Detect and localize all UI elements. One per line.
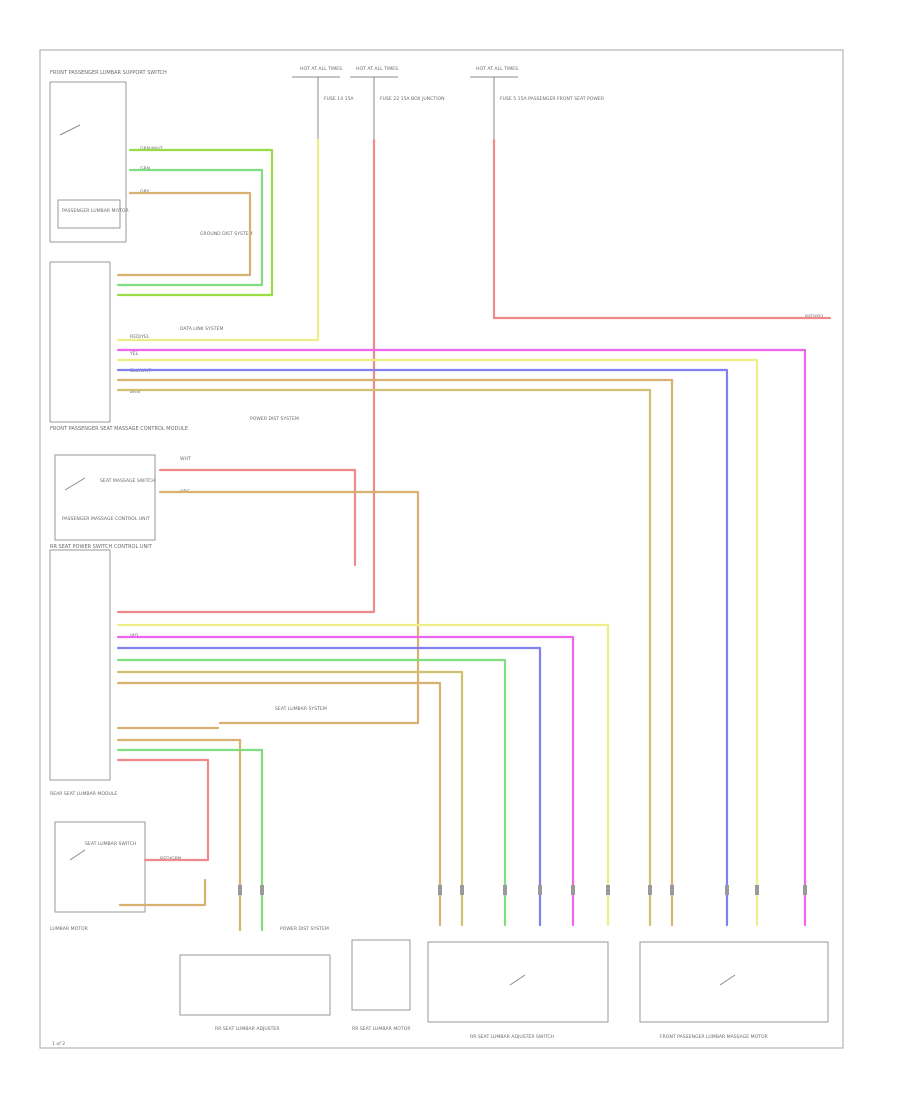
wire-tan-7	[116, 378, 674, 927]
fuse-2-label: FUSE 22 15A BOX JUNCTION	[380, 96, 445, 102]
bottom-right-module-label: FRONT PASSENGER LUMBAR MASSAGE MOTOR	[660, 1034, 769, 1040]
wire-olive-8	[116, 388, 652, 927]
passenger-lumbar-motor-label: PASSENGER LUMBAR MOTOR	[62, 208, 130, 214]
fuse-3-hot-label: HOT AT ALL TIMES	[476, 66, 518, 72]
rear-right-seat-module: RR SEAT POWER SWITCH CONTROL UNIT	[49, 544, 153, 781]
ground-ref-3-label: DATA LINK SYSTEM	[180, 326, 223, 332]
front-passenger-massage-module: FRONT PASSENGER SEAT MASSAGE CONTROL MOD…	[49, 261, 188, 432]
wire-label-red-yel: RED/YEL	[130, 334, 150, 340]
seat-massage-switch-label: SEAT MASSAGE SWITCH	[100, 478, 155, 484]
wire-yellow-14	[116, 623, 610, 927]
fuse-1-hot-label: HOT AT ALL TIMES	[300, 66, 342, 72]
rear-right-seat-module-label: RR SEAT POWER SWITCH CONTROL UNIT	[50, 544, 153, 550]
lumbar-motor-label: LUMBAR MOTOR	[50, 926, 89, 932]
wire-yellow-5	[116, 358, 759, 927]
wire-label-brn: BRN	[130, 389, 140, 395]
wires-layer	[116, 138, 832, 932]
connector-pin	[438, 885, 442, 895]
connector-pin	[260, 885, 264, 895]
connector-pin	[803, 885, 807, 895]
massage-module-label: FRONT PASSENGER SEAT MASSAGE CONTROL MOD…	[50, 426, 188, 432]
connector-pin	[648, 885, 652, 895]
fuse-block-3: HOT AT ALL TIMES FUSE 5 15A PASSENGER FR…	[470, 66, 605, 140]
wire-red-3	[116, 138, 376, 614]
ground-ref-1-label: POWER DIST SYSTEM	[280, 926, 329, 932]
wire-tan-23	[118, 878, 207, 907]
wire-green-17	[116, 658, 507, 927]
rear-lumbar-module-label: REAR SEAT LUMBAR MODULE	[50, 791, 117, 797]
page-ref: 1 of 2	[52, 1041, 65, 1047]
passenger-massage-control-label: PASSENGER MASSAGE CONTROL UNIT	[62, 516, 150, 522]
wire-green-10	[116, 168, 264, 287]
wire-pink-15	[116, 635, 575, 927]
front-passenger-lumbar-switch-label: FRONT PASSENGER LUMBAR SUPPORT SWITCH	[50, 70, 167, 76]
rear-lumbar-motor-unit-label: RR SEAT LUMBAR MOTOR	[352, 1026, 411, 1032]
wire-tan-19	[116, 681, 442, 927]
bottom-middle-module: RR SEAT LUMBAR ADJUSTER SWITCH	[427, 941, 609, 1040]
fuse-2-hot-label: HOT AT ALL TIMES	[356, 66, 398, 72]
wire-label-wht: WHT	[180, 456, 191, 462]
wire-red-1	[492, 138, 832, 320]
connector-pin	[460, 885, 464, 895]
bottom-left-modules: RR SEAT LUMBAR ADJUSTER RR SEAT LUMBAR M…	[179, 926, 411, 1032]
wire-blue-16	[116, 646, 542, 927]
wire-tan-20	[116, 738, 242, 932]
connector-pin	[571, 885, 575, 895]
fuse-3-label: FUSE 5 15A PASSENGER FRONT SEAT POWER	[500, 96, 605, 102]
wire-blue-6	[116, 368, 729, 927]
connector-pin	[725, 885, 729, 895]
wire-pink-4	[116, 348, 807, 927]
bottom-right-module: FRONT PASSENGER LUMBAR MASSAGE MOTOR	[639, 941, 829, 1040]
wire-red-12	[158, 468, 357, 567]
fuse-block-2: HOT AT ALL TIMES FUSE 22 15A BOX JUNCTIO…	[350, 66, 445, 140]
connector-pin	[538, 885, 542, 895]
wire-tan-11	[116, 191, 252, 277]
bottom-left-module-label: RR SEAT LUMBAR ADJUSTER SWITCH	[470, 1034, 554, 1040]
splice-ref-label: SEAT LUMBAR SYSTEM	[275, 706, 327, 712]
fuse-block-1: HOT AT ALL TIMES FUSE 14 15A	[292, 66, 354, 140]
seat-lumbar-switch-label: SEAT LUMBAR SWITCH	[85, 841, 136, 847]
connector-pin	[670, 885, 674, 895]
seat-massage-switch-box: SEAT MASSAGE SWITCH PASSENGER MASSAGE CO…	[54, 454, 156, 541]
rear-lumbar-module-box: REAR SEAT LUMBAR MODULE SEAT LUMBAR SWIT…	[50, 791, 146, 932]
connector-pin	[606, 885, 610, 895]
connector-pin	[755, 885, 759, 895]
ground-ref-2-label: GROUND DIST SYSTEM	[200, 231, 253, 237]
wire-label-yel: YEL	[129, 351, 139, 357]
wire-yellow-2	[116, 138, 320, 342]
wire-red-22	[116, 758, 210, 862]
connector-pin	[503, 885, 507, 895]
diagram-frame	[39, 49, 844, 1049]
wire-bright_green-9	[116, 148, 274, 297]
fuse-1-label: FUSE 14 15A	[324, 96, 354, 102]
wire-olive-18	[116, 670, 464, 927]
wire-green-21	[116, 748, 264, 932]
ground-ref-4-label: POWER DIST SYSTEM	[250, 416, 299, 422]
connector-pin	[238, 885, 242, 895]
rear-lumbar-adjuster-label: RR SEAT LUMBAR ADJUSTER	[215, 1026, 280, 1032]
front-passenger-lumbar-switch: FRONT PASSENGER LUMBAR SUPPORT SWITCH PA…	[49, 70, 167, 243]
wire-tan-13	[158, 490, 420, 725]
